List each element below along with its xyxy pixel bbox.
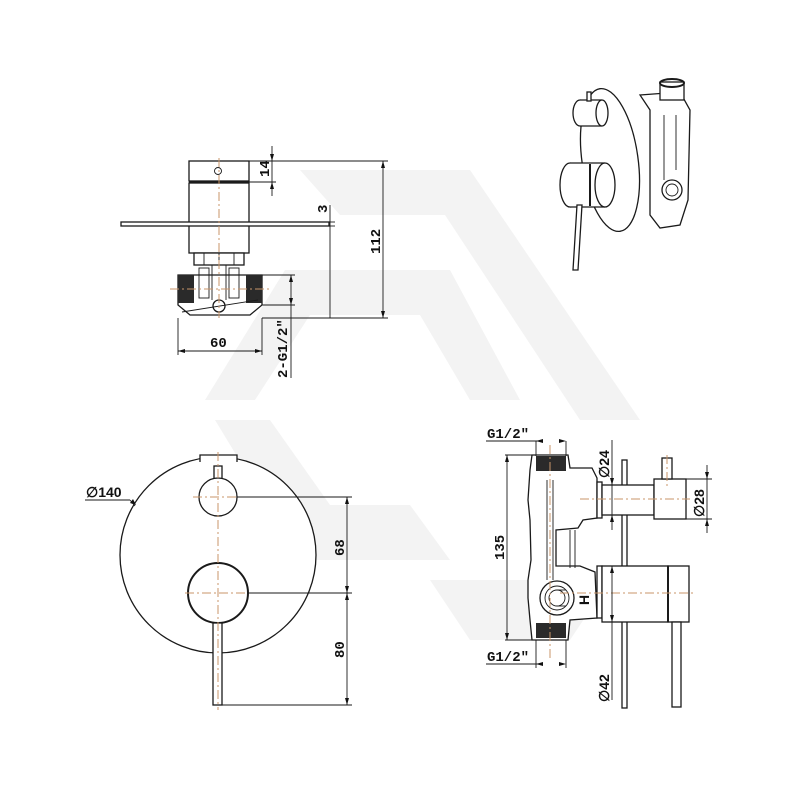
dim-body-height: 135 bbox=[493, 535, 509, 560]
dim-cap-height: 14 bbox=[258, 160, 274, 177]
dim-diverter-shaft: ∅24 bbox=[596, 450, 612, 478]
isometric-view bbox=[559, 78, 691, 271]
dim-mixer-handle: ∅42 bbox=[596, 674, 612, 702]
dim-body-width: 60 bbox=[210, 336, 227, 352]
hot-marker: H bbox=[576, 595, 592, 605]
dim-handle-spacing: 68 bbox=[333, 539, 349, 556]
dim-top-thread: G1/2" bbox=[487, 427, 529, 443]
side-body-view: H G1/2" G1/2" bbox=[486, 427, 712, 709]
dim-plate-diameter: ∅140 bbox=[86, 484, 122, 500]
front-elevation-view: ∅140 68 80 bbox=[85, 452, 352, 710]
dim-bottom-thread: G1/2" bbox=[487, 650, 529, 666]
side-elevation-view: 14 3 112 60 2-G1/2" bbox=[120, 146, 388, 378]
dim-inlet-thread: 2-G1/2" bbox=[276, 319, 292, 378]
dim-overall-depth: 112 bbox=[369, 229, 385, 254]
dim-plate-thickness: 3 bbox=[316, 205, 332, 213]
dim-lever-length: 80 bbox=[333, 641, 349, 658]
dim-diverter-knob: ∅28 bbox=[691, 489, 707, 517]
